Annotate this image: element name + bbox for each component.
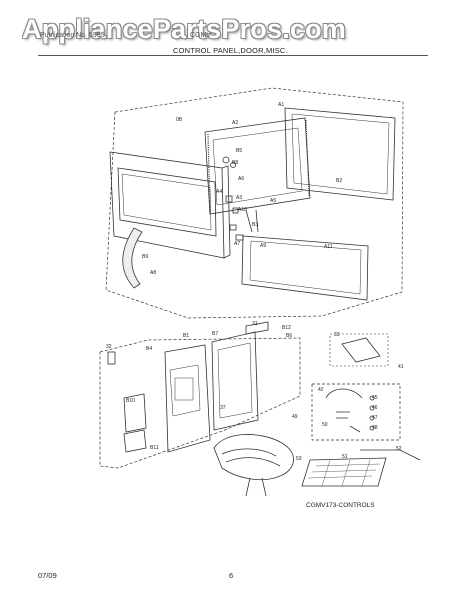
callout-b4: B4 <box>146 346 152 352</box>
callout-a3: A3 <box>236 195 242 201</box>
callout-b11: B11 <box>150 445 159 451</box>
accessory-outline <box>311 383 401 441</box>
publication-number: Publication No. 5995 <box>40 32 105 39</box>
callout-a2: A2 <box>232 120 238 126</box>
callout-b10: B10 <box>126 398 135 404</box>
callout-31: 31 <box>252 321 258 327</box>
watermark-logo: AppliancePartsPros.com <box>22 14 347 44</box>
main-wire-harness <box>213 434 294 481</box>
callout-b12: B12 <box>282 325 291 331</box>
callout-48: 48 <box>372 425 378 431</box>
callout-a5: A5 <box>270 198 276 204</box>
callout-33: 33 <box>334 332 340 338</box>
callout-b6: B6 <box>286 333 292 339</box>
grease-filter <box>301 457 387 487</box>
callout-a8: A8 <box>150 270 156 276</box>
callout-0b: 0B <box>176 117 183 123</box>
section-title: CONTROL PANEL,DOOR,MISC. <box>173 46 288 55</box>
callout-46: 46 <box>372 405 378 411</box>
callout-b8: B8 <box>232 160 238 166</box>
callout-50: 50 <box>322 422 328 428</box>
door-inner-frame <box>204 117 311 215</box>
wire-harness <box>325 388 363 399</box>
callout-a11: A11 <box>324 244 333 250</box>
control-panel-frame <box>164 344 211 453</box>
callout-52: 52 <box>396 446 402 452</box>
callout-42: 42 <box>318 387 324 393</box>
door-handle <box>122 227 143 289</box>
callout-a9: A9 <box>260 243 266 249</box>
callout-53: 53 <box>296 456 302 462</box>
footer-date: 07/09 <box>38 571 57 580</box>
door-assembly-outline <box>105 87 404 319</box>
callout-a7: A7 <box>234 241 240 247</box>
callout-41: 41 <box>398 364 404 370</box>
figure-code: CGMV173-CONTROLS <box>306 502 375 509</box>
header-rule <box>38 55 428 56</box>
control-board <box>211 331 259 431</box>
callout-b9: B9 <box>142 254 148 260</box>
callout-a4: A4 <box>216 189 222 195</box>
callout-32: 32 <box>106 344 112 350</box>
callout-b2: B2 <box>336 178 342 184</box>
callout-45: 45 <box>372 395 378 401</box>
callout-a6: A6 <box>238 176 244 182</box>
callout-b3: B3 <box>252 222 258 228</box>
footer-page-number: 6 <box>229 571 234 580</box>
callout-b1: B1 <box>183 333 189 339</box>
callout-b5: B5 <box>236 148 242 154</box>
door-window-panel <box>241 235 369 301</box>
door-glass <box>284 107 396 201</box>
callout-49: 49 <box>292 414 298 420</box>
callout-51: 51 <box>342 454 348 460</box>
model-code: CGMV <box>190 32 211 39</box>
callout-a1: A1 <box>278 102 284 108</box>
control-panel-outline <box>99 337 301 469</box>
part-callouts: 0B A1 A2 B5 B8 A6 A4 A3 A10 A5 B3 A7 A9 … <box>106 102 404 462</box>
callout-b7: B7 <box>212 331 218 337</box>
callout-a10: A10 <box>238 207 247 213</box>
owners-manual <box>329 333 389 367</box>
callout-47: 47 <box>372 415 378 421</box>
callout-37: 37 <box>220 405 226 411</box>
